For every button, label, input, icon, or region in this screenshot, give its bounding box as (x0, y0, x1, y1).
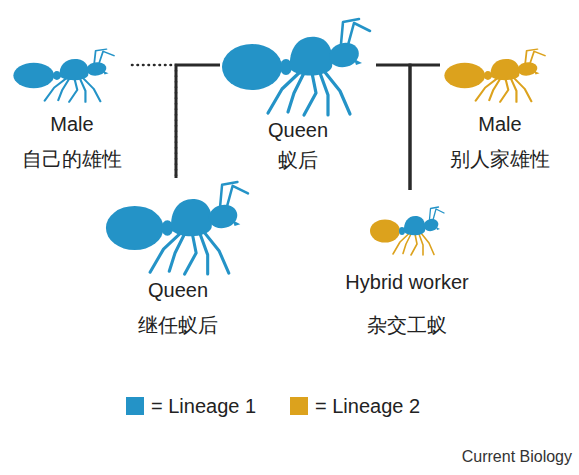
journal-credit: Current Biology (462, 447, 572, 467)
chinese-label: 别人家雄性 (440, 147, 560, 171)
role-label: Hybrid worker (337, 270, 477, 294)
cross-line (410, 65, 440, 190)
ant-figure: Hybrid worker 杂交工蚁 (337, 190, 477, 337)
role-label: Queen (220, 118, 376, 142)
cross-line (176, 65, 220, 178)
ant-figure: Male 别人家雄性 (440, 42, 560, 171)
cross-line (132, 65, 176, 178)
ant-figure: Queen 蚁后 (220, 18, 376, 172)
hybrid-ant (370, 207, 444, 255)
male-ant (444, 49, 545, 102)
chinese-label: 自己的雄性 (12, 147, 132, 171)
legend-text: = Lineage 2 (315, 394, 420, 418)
chinese-label: 杂交工蚁 (337, 313, 477, 337)
role-label: Male (12, 112, 132, 136)
male-ant (13, 49, 114, 102)
role-label: Queen (100, 278, 256, 302)
queen-ant (106, 182, 248, 274)
ant-figure: Queen 继任蚁后 (100, 178, 256, 337)
chinese-label: 继任蚁后 (100, 313, 256, 337)
legend-text: = Lineage 1 (151, 394, 256, 418)
cross-line (376, 65, 410, 190)
ant-figure: Male 自己的雄性 (12, 42, 132, 171)
chinese-label: 蚁后 (220, 148, 376, 172)
legend-swatch (290, 397, 308, 415)
role-label: Male (440, 112, 560, 136)
queen-ant (222, 19, 370, 115)
legend-swatch (126, 397, 144, 415)
